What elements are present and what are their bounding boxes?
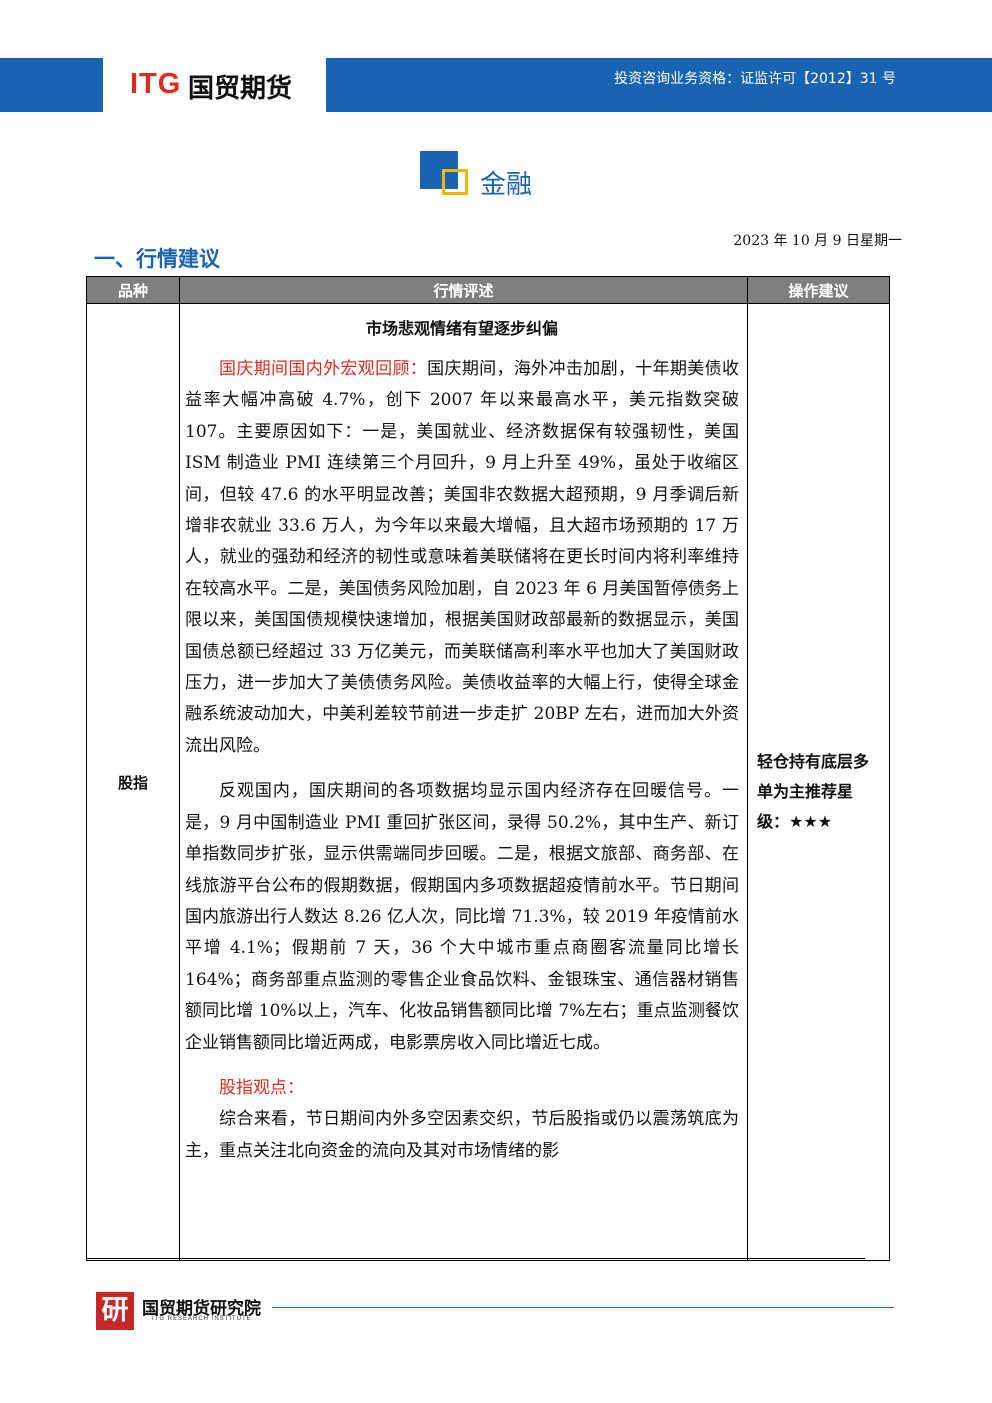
paragraph-domestic: 反观国内，国庆期间的各项数据均显示国内经济存在回暖信号。一是，9 月中国制造业 … [185, 781, 739, 1053]
section-title: 金融 [480, 170, 533, 200]
paragraph-conclusion: 综合来看，节日期间内外多空因素交织，节后股指或仍以震荡筑底为主，重点关注北向资金… [185, 1109, 739, 1161]
table-row: 股指 市场悲观情绪有望逐步纠偏 国庆期间国内外宏观回顾：国庆期间，海外冲击加剧，… [86, 303, 890, 1261]
macro-review-label: 国庆期间国内外宏观回顾： [219, 359, 428, 379]
index-view-label: 股指观点： [219, 1077, 304, 1098]
company-logo: ITG 国贸期货 [103, 58, 326, 112]
logo-itg-text: ITG [130, 68, 182, 100]
logo-company-name: 国贸期货 [188, 74, 293, 104]
footer-institute-name: 国贸期货研究院 [142, 1299, 261, 1319]
header-advice: 操作建议 [747, 276, 890, 304]
advice-text: 轻仓持有底层多单为主推荐星级：★★★ [757, 752, 870, 831]
commentary-cell: 市场悲观情绪有望逐步纠偏 国庆期间国内外宏观回顾：国庆期间，海外冲击加剧，十年期… [179, 303, 748, 1261]
report-date: 2023 年 10 月 9 日星期一 [733, 233, 902, 249]
advice-cell: 轻仓持有底层多单为主推荐星级：★★★ [747, 303, 890, 1261]
footer-divider [86, 1258, 865, 1259]
header-category: 品种 [86, 276, 180, 304]
category-cell: 股指 [86, 303, 180, 1261]
macro-review-text: 国庆期间，海外冲击加剧，十年期美债收益率大幅冲高破 4.7%，创下 2007 年… [185, 359, 740, 756]
header-commentary: 行情评述 [179, 276, 748, 304]
commentary-title: 市场悲观情绪有望逐步纠偏 [365, 319, 558, 338]
header-bar: ITG 国贸期货 投资咨询业务资格：证监许可【2012】31 号 [0, 58, 992, 112]
research-institute-logo: 研 [96, 1292, 134, 1330]
footer-rule [272, 1307, 894, 1308]
footer-institute-subtitle: ITG RESEARCH INSTITUTE [152, 1316, 252, 1322]
paragraph-macro-review: 国庆期间国内外宏观回顾：国庆期间，海外冲击加剧，十年期美债收益率大幅冲高破 4.… [185, 354, 739, 762]
section-heading: 一、行情建议 [94, 247, 220, 271]
table-header-row: 品种 行情评述 操作建议 [86, 276, 890, 304]
paragraph-view-label: 股指观点： [185, 1073, 739, 1104]
recommendation-table: 品种 行情评述 操作建议 股指 市场悲观情绪有望逐步纠偏 国庆期间国内外宏观回顾… [86, 276, 890, 1261]
license-text: 投资咨询业务资格：证监许可【2012】31 号 [614, 71, 896, 87]
section-square-icon [420, 151, 468, 199]
